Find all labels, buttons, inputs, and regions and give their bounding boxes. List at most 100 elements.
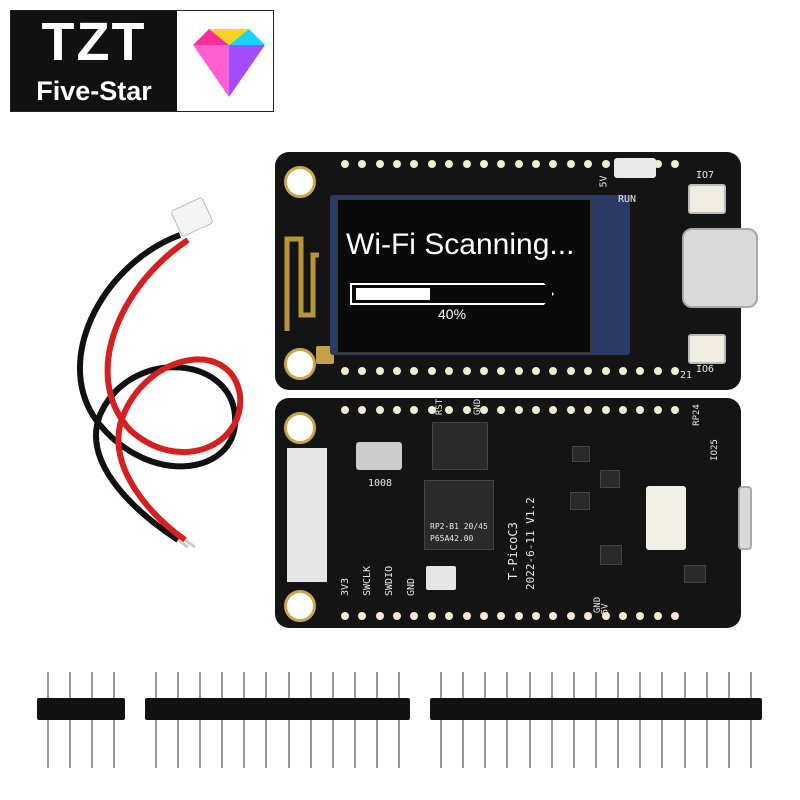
pcb-pin <box>671 160 679 168</box>
pcb-pin <box>584 406 592 414</box>
header-plastic <box>37 698 125 720</box>
pcb-pin <box>619 406 627 414</box>
pcb-pin <box>341 406 349 414</box>
pcb-pin <box>602 367 610 375</box>
header-pin <box>376 672 378 768</box>
pcb-pin <box>358 367 366 375</box>
header-pin <box>595 672 597 768</box>
header-pin <box>462 672 464 768</box>
header-pin <box>617 672 619 768</box>
rp2040-chip <box>424 480 494 550</box>
pin-header-12 <box>145 672 410 768</box>
pcb-pin <box>532 160 540 168</box>
label-gnd: GND <box>406 577 417 596</box>
mounting-hole <box>284 412 316 444</box>
chip-label-1: RP2-B1 20/45 <box>430 522 488 531</box>
pcb-pin <box>410 367 418 375</box>
brand-logo: TZT Five-Star <box>10 10 274 112</box>
jst-connector <box>171 197 213 237</box>
pcb-pin <box>619 612 627 620</box>
progress-fill <box>356 288 430 300</box>
pcb-pin <box>410 160 418 168</box>
pcb-pin <box>532 612 540 620</box>
io6-button <box>688 334 726 364</box>
logo-five-star-text: Five-Star <box>36 76 152 106</box>
mounting-hole <box>284 166 316 198</box>
pcb-pin <box>410 612 418 620</box>
header-plastic <box>145 698 410 720</box>
label-io25: IO25 <box>709 439 720 461</box>
label-run: RUN <box>618 194 637 205</box>
pcb-pin <box>428 160 436 168</box>
pcb-pin <box>428 406 436 414</box>
label-swclk: SWCLK <box>362 565 373 596</box>
jst-cable <box>77 197 244 549</box>
crystal <box>426 566 456 590</box>
pcb-pin <box>358 612 366 620</box>
header-pin <box>47 672 49 768</box>
header-pin <box>265 672 267 768</box>
label-3v3: 3V3 <box>340 577 351 596</box>
battery-connector <box>646 486 686 550</box>
label-rst: RST <box>435 398 446 416</box>
pcb-pin <box>428 612 436 620</box>
label-io7: IO7 <box>696 170 715 181</box>
pcb-pin <box>376 160 384 168</box>
header-pin <box>221 672 223 768</box>
lcd-screen <box>336 198 592 354</box>
chip-label-2: P65A42.00 <box>430 534 474 543</box>
pcb-pin <box>497 160 505 168</box>
header-pin <box>484 672 486 768</box>
pcb-pin <box>515 406 523 414</box>
label-1008: 1008 <box>368 478 393 489</box>
pcb-pin <box>341 367 349 375</box>
pcb-pin <box>376 406 384 414</box>
header-pin <box>155 672 157 768</box>
header-pin <box>310 672 312 768</box>
label-rp24: RP24 <box>691 404 702 426</box>
label-5v-2: 5V <box>600 603 611 615</box>
pcb-pin <box>602 406 610 414</box>
pcb-pin <box>376 367 384 375</box>
pcb-pin <box>549 160 557 168</box>
pcb-pin <box>532 406 540 414</box>
label-5v: 5V <box>598 175 610 188</box>
smd-component <box>684 565 706 583</box>
header-pin <box>706 672 708 768</box>
pcb-pin <box>463 367 471 375</box>
pcb-pin <box>480 367 488 375</box>
pcb-pin <box>567 406 575 414</box>
io7-button <box>688 184 726 214</box>
pcb-pin <box>445 612 453 620</box>
header-pin <box>177 672 179 768</box>
pcb-pin <box>671 612 679 620</box>
pcb-pin <box>602 612 610 620</box>
header-pin <box>661 672 663 768</box>
pcb-pin <box>636 406 644 414</box>
pin-header-15 <box>430 672 762 768</box>
pcb-pin <box>445 406 453 414</box>
pcb-pin <box>358 406 366 414</box>
pcb-pin <box>341 160 349 168</box>
pcb-pin <box>654 406 662 414</box>
header-pin <box>288 672 290 768</box>
pcb-pin <box>393 160 401 168</box>
pcb-pin <box>376 612 384 620</box>
pcb-pin <box>602 160 610 168</box>
smd-component <box>600 470 620 488</box>
usb-c-edge <box>738 486 752 550</box>
antenna-module <box>287 448 327 582</box>
pcb-pin <box>410 406 418 414</box>
logo-tzt-text: TZT <box>41 12 147 72</box>
label-gnd-3: GND <box>473 398 484 416</box>
header-pin <box>69 672 71 768</box>
header-pin <box>506 672 508 768</box>
pcb-pin <box>654 367 662 375</box>
run-button <box>614 158 656 178</box>
pcb-pin <box>445 367 453 375</box>
pcb-pin <box>497 612 505 620</box>
pin-row-bottom <box>341 612 679 622</box>
header-pin <box>243 672 245 768</box>
pcb-pin <box>619 367 627 375</box>
pin-row-bottom <box>341 367 679 377</box>
